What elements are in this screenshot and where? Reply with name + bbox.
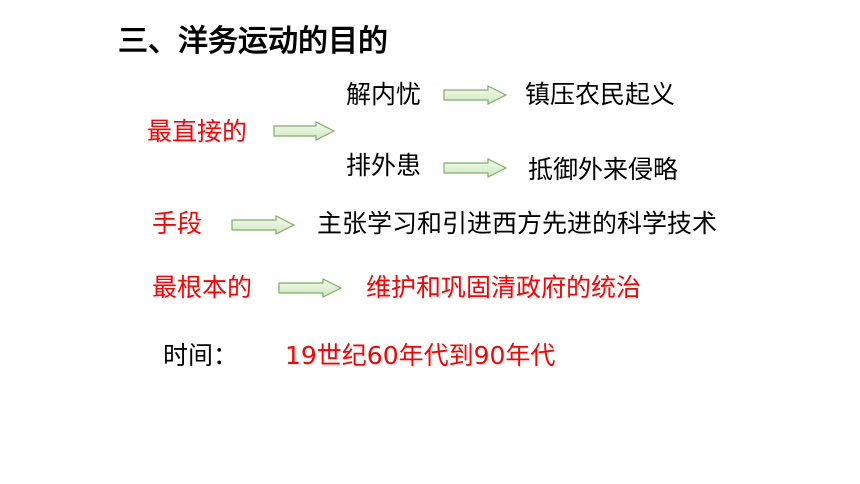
right-arrow-icon <box>273 121 335 141</box>
most-direct-label: 最直接的 <box>147 117 248 146</box>
right-arrow-icon <box>231 215 295 235</box>
fundamental-text: 维护和巩固清政府的统治 <box>366 273 642 302</box>
internal-worry-label: 解内忧 <box>346 80 422 109</box>
time-value: 19世纪60年代到90年代 <box>285 341 556 370</box>
means-text: 主张学习和引进西方先进的科学技术 <box>317 209 718 238</box>
right-arrow-icon <box>443 158 507 178</box>
right-arrow-icon <box>278 278 342 298</box>
time-label: 时间： <box>163 341 239 370</box>
means-label: 手段 <box>152 209 203 238</box>
right-arrow-icon <box>443 85 507 105</box>
internal-worry-result: 镇压农民起义 <box>525 80 676 109</box>
slide-title: 三、洋务运动的目的 <box>118 24 388 59</box>
fundamental-label: 最根本的 <box>152 273 253 302</box>
external-threat-label: 排外患 <box>346 151 422 180</box>
external-threat-result: 抵御外来侵略 <box>528 155 679 184</box>
